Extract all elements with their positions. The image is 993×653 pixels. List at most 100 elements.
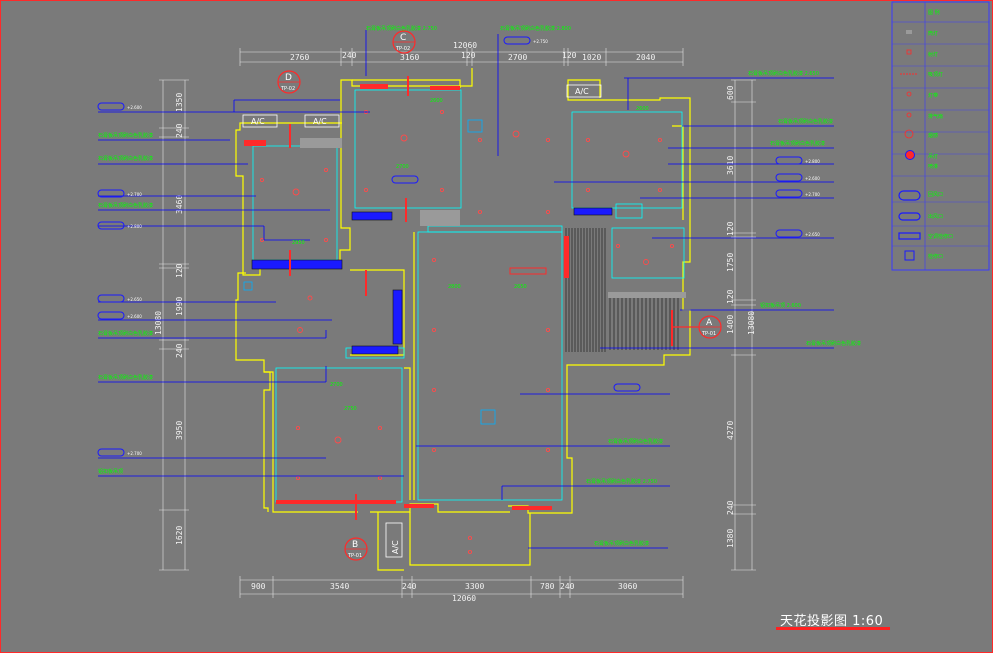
ceiling-light-icon: [297, 327, 303, 333]
dim-top-6: 120: [562, 51, 577, 60]
right-note-6: 石膏板吊顶刷白色乳胶漆 2.750: [586, 478, 657, 485]
downlight-icon: [477, 209, 483, 215]
downlight-icon: [467, 535, 473, 541]
ceiling-light-icon: [622, 150, 630, 158]
dim-bottom-total: 12060: [452, 594, 476, 603]
dim-bottom-4: 3300: [465, 582, 484, 591]
dim-bottom-5: 780: [540, 582, 555, 591]
level-tag-5: +2.600: [127, 314, 142, 319]
dim-bottom-7: 3060: [618, 582, 637, 591]
right-note-7: 石膏板吊顶刷白色乳胶漆: [608, 438, 663, 445]
left-note-4: 石膏板吊顶刷白色乳胶漆: [98, 374, 153, 381]
level-tags: +2.600 +2.700 +2.800 +2.650 +2.600 +2.70…: [97, 36, 820, 457]
dim-bottom-3: 240: [402, 582, 417, 591]
legend-item-7: 吊灯: [928, 153, 938, 160]
hatch-gray-band: [300, 138, 686, 298]
dim-left-5: 1990: [175, 297, 184, 316]
dimension-text-top: 2760 240 3160 120 2700 120 1020 2040 120…: [290, 41, 655, 62]
section-letter-b: B: [352, 540, 358, 550]
dim-right-6: 1400: [726, 315, 735, 334]
right-note-5: 石膏板吊顶刷白色乳胶漆: [806, 340, 861, 347]
right-note-2: 石膏板吊顶刷白色乳胶漆: [778, 118, 833, 125]
dim-top-1: 2760: [290, 53, 309, 62]
ceiling-light-icon: [643, 259, 649, 265]
level-tag-8: +2.800: [805, 159, 820, 164]
level-tag-pill: [97, 221, 125, 230]
dim-top-3: 3160: [400, 53, 419, 62]
level-tag-pill: [613, 383, 641, 392]
section-letter-d: D: [285, 73, 292, 83]
dim-left-4: 120: [175, 263, 184, 278]
section-sheet-c: TP-02: [395, 46, 410, 52]
section-sheet-d: TP-02: [280, 86, 295, 92]
level-tag-pill: [775, 156, 803, 165]
level-tag-2: +2.700: [127, 192, 142, 197]
level-tag-4: +2.650: [127, 297, 142, 302]
ceiling-light-icon: [334, 436, 342, 444]
ac-label-3: A/C: [575, 87, 589, 96]
ac-ducts: [244, 76, 673, 520]
downlight-icon: [431, 257, 437, 263]
ac-unit-1: [242, 114, 278, 128]
legend-item-12: 检修口: [928, 253, 943, 260]
ceiling-light-icon: [512, 130, 520, 138]
section-marker-c: C TP-02: [392, 30, 416, 54]
room-note-7: 2700: [330, 382, 343, 388]
left-note-3: 石膏板吊顶刷白色乳胶漆: [98, 330, 153, 337]
downlight-icon: [259, 177, 265, 183]
downlight-icon: [259, 237, 265, 243]
room-note-2: 2600: [430, 98, 443, 104]
top-notes: 石膏板吊顶刷白色乳胶漆 2.750 石膏板吊顶刷白色乳胶漆 2.800: [366, 25, 571, 32]
dim-left-2: 240: [175, 123, 184, 138]
ceiling-light-icon: [400, 134, 408, 142]
legend-item-6: 烟感: [928, 132, 938, 139]
legend-ceiling-light-icon: [904, 129, 914, 139]
legend-spotlight-icon: [906, 49, 912, 55]
vent-icon: [480, 409, 496, 425]
light-fixtures: [259, 109, 675, 555]
downlight-icon: [377, 475, 383, 481]
left-notes: 石膏板吊顶刷白色乳胶漆 石膏板吊顶刷白色乳胶漆 石膏板吊顶刷白色乳胶漆 石膏板吊…: [98, 132, 153, 475]
dim-left-8: 1620: [175, 526, 184, 545]
section-letter-c: C: [400, 33, 406, 43]
ac-label-2: A/C: [313, 117, 327, 126]
downlight-icon: [307, 295, 313, 301]
section-letter-a: A: [706, 318, 713, 328]
ac-unit-4: [385, 522, 403, 558]
section-sheet-a: TP-01: [701, 331, 716, 337]
downlight-icon: [545, 387, 551, 393]
dim-right-total: 13080: [747, 311, 756, 335]
dim-top-2: 240: [342, 51, 357, 60]
legend-supply-vent-icon: [898, 212, 921, 221]
downlight-icon: [657, 187, 663, 193]
ac-unit-2: [304, 114, 340, 128]
legend-pendant-light-icon: [905, 150, 915, 160]
downlight-icon: [431, 327, 437, 333]
downlight-icon: [669, 243, 675, 249]
legend-smoke-detector-icon: [906, 112, 912, 118]
room-note-3: 2700: [396, 164, 409, 170]
dim-top-7: 1020: [582, 53, 601, 62]
drawing-title: 天花投影图 1:60: [780, 614, 884, 629]
downlight-icon: [585, 187, 591, 193]
dim-bottom-6: 240: [560, 582, 575, 591]
downlight-icon: [585, 137, 591, 143]
level-tag-pill: [775, 229, 803, 238]
downlight-icon: [477, 137, 483, 143]
level-tag-pill: [97, 448, 125, 457]
legend-item-11: 空调检修口: [928, 233, 953, 240]
dim-right-7: 4270: [726, 421, 735, 440]
room-note-8: 2600: [636, 106, 649, 112]
left-note-5: 铝扣板吊顶: [98, 468, 123, 475]
right-note-8: 石膏板吊顶刷白色乳胶漆: [594, 540, 649, 547]
level-tag-7: +2.750: [533, 39, 548, 44]
legend-item-10: 出风口: [928, 213, 943, 220]
dim-left-3: 3460: [175, 195, 184, 214]
legend-item-8: 喷淋: [928, 163, 938, 170]
dimension-text-left: 1350 240 3460 120 1990 240 3950 1620 130…: [154, 93, 184, 545]
section-marker-d: D TP-02: [277, 70, 301, 94]
ac-label-4: A/C: [391, 540, 400, 554]
dim-bottom-2: 3540: [330, 582, 349, 591]
dim-left-total: 13080: [154, 311, 163, 335]
dim-top-4: 120: [461, 51, 476, 60]
